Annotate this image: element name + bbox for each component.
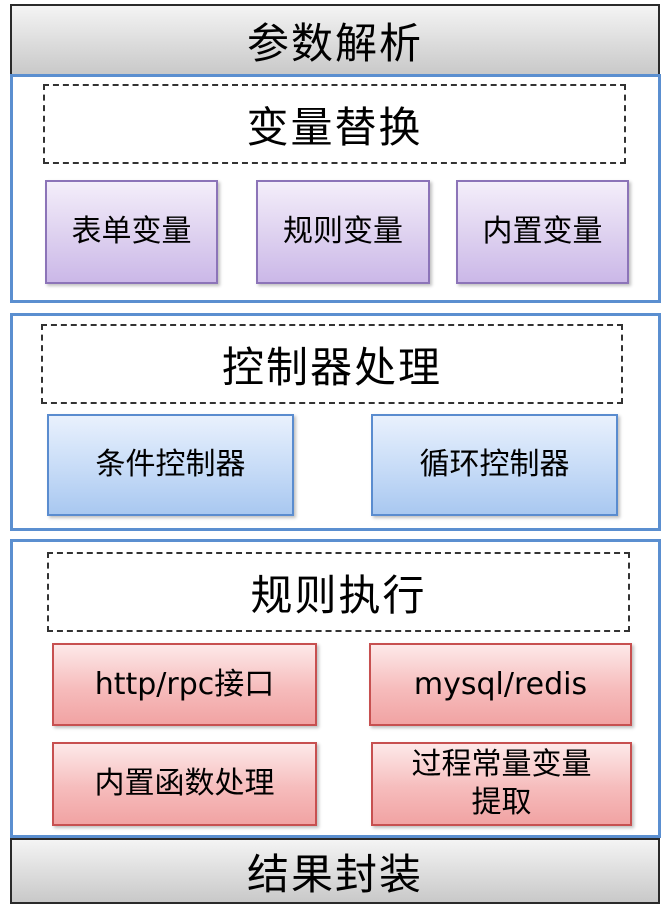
section-title-controller-processing: 控制器处理 [41,324,623,404]
box-condition-controller: 条件控制器 [47,414,294,516]
bottom-bar-label: 结果封装 [246,849,423,899]
bottom-bar: 结果封装 [10,838,660,904]
box-http-rpc-interface: http/rpc接口 [52,643,317,726]
box-label: 内置变量 [482,214,603,249]
box-label: 内置函数处理 [94,766,275,801]
box-label: 规则变量 [283,214,403,249]
box-builtin-variable: 内置变量 [456,180,629,284]
top-bar: 参数解析 [10,4,660,76]
box-loop-controller: 循环控制器 [371,414,618,516]
box-label: 表单变量 [71,214,192,249]
box-form-variable: 表单变量 [45,180,218,284]
box-label: 条件控制器 [95,447,246,482]
section-title-label: 规则执行 [250,570,427,620]
section-title-label: 变量替换 [246,102,423,152]
box-process-constant-extract: 过程常量变量 提取 [371,742,632,826]
box-rule-variable: 规则变量 [256,180,430,284]
box-label-line-2: 提取 [471,785,532,820]
box-label: mysql/redis [413,666,588,702]
section-title-variable-replacement: 变量替换 [43,84,626,164]
box-label-line-1: 过程常量变量 [411,747,592,782]
box-builtin-function: 内置函数处理 [52,742,317,826]
box-mysql-redis: mysql/redis [369,643,632,726]
box-label: http/rpc接口 [94,666,275,702]
box-label: 循环控制器 [419,447,570,482]
section-title-rule-execution: 规则执行 [47,552,630,632]
top-bar-label: 参数解析 [246,18,423,68]
section-title-label: 控制器处理 [221,342,442,392]
